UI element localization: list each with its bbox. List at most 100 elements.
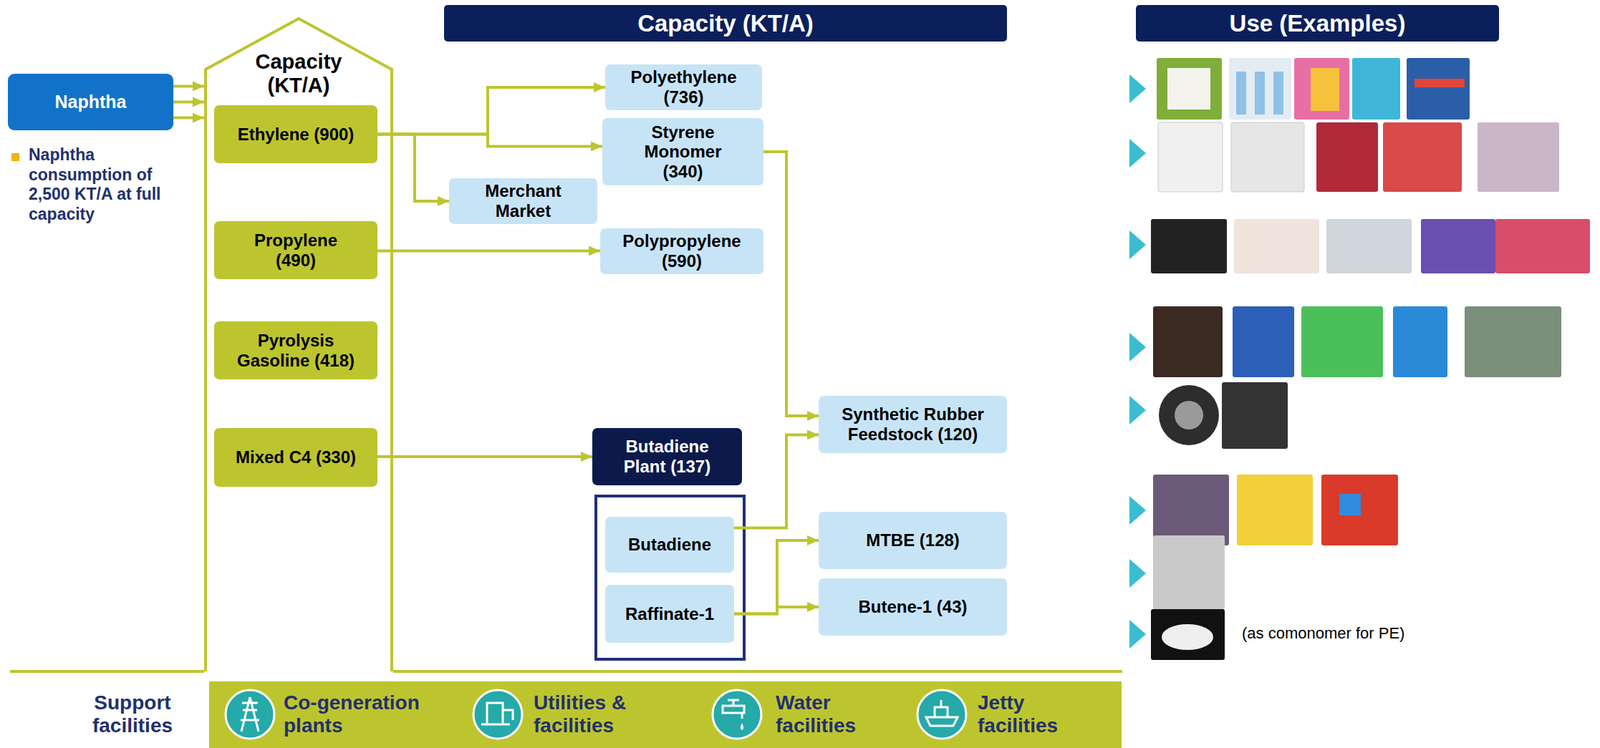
- flow-arrow: [377, 455, 593, 459]
- product-box: Polyethylene (736): [605, 64, 763, 111]
- cracker-output-box: Ethylene (900): [214, 105, 378, 164]
- product-box: Synthetic Rubber Feedstock (120): [818, 396, 1007, 454]
- frame-line: [393, 670, 1123, 674]
- utility-glyph: [481, 703, 513, 725]
- example-photo: [1495, 219, 1590, 274]
- note-text: (as comonomer for PE): [1241, 624, 1479, 644]
- box-label: Polyethylene (736): [612, 67, 756, 107]
- box-label: Raffinate-1: [625, 604, 715, 625]
- product-box: MTBE (128): [818, 512, 1007, 570]
- flow-arrow: [377, 87, 606, 135]
- example-photo: [1477, 122, 1560, 192]
- example-photo: [1294, 58, 1350, 120]
- flow-arrow: [734, 607, 819, 615]
- product-box: Raffinate-1: [605, 585, 735, 644]
- support-band: Support facilitiesCo-generation plantsUt…: [209, 681, 1122, 748]
- node-label: Co-generation plants: [283, 691, 435, 738]
- example-photo-detail: [1158, 385, 1219, 446]
- frame-line: [10, 670, 205, 674]
- flow-arrow: [377, 134, 603, 147]
- example-photo: [1221, 382, 1288, 450]
- example-photo: [1420, 219, 1496, 274]
- flow-arrow: [377, 249, 601, 253]
- ship-glyph: [926, 700, 958, 727]
- example-photo: [1229, 58, 1292, 120]
- product-box: Butadiene: [605, 517, 735, 573]
- cracker-output-box: Propylene (490): [214, 221, 378, 280]
- drop-glyph: [740, 723, 744, 731]
- row-marker: [1129, 559, 1146, 589]
- cracker-output-box: Mixed C4 (330): [214, 428, 378, 488]
- row-marker: [1129, 620, 1146, 649]
- product-box: Butene-1 (43): [818, 578, 1007, 636]
- feedstock-box: Naphtha: [7, 73, 174, 131]
- example-photo-detail: [1310, 68, 1340, 112]
- facility-icon: [225, 690, 275, 740]
- example-photo: [1464, 306, 1562, 378]
- flow-arrow: [173, 84, 205, 88]
- capacity-pentagon: Capacity (KT/A) Ethylene (900) Propylene (…: [204, 17, 394, 672]
- box-label: Polypropylene (590): [610, 231, 754, 271]
- tower-glyph: [240, 697, 260, 732]
- flow-arrow: [173, 116, 205, 120]
- box-label: Capacity (KT/A): [637, 10, 814, 38]
- example-photo: [1231, 122, 1305, 192]
- example-photo: [1234, 219, 1320, 274]
- flow-arrow: [734, 540, 819, 615]
- example-photo: [1153, 474, 1230, 546]
- box-label: Ethylene (900): [237, 124, 355, 145]
- example-photo: [1316, 122, 1378, 192]
- box-label: Mixed C4 (330): [235, 447, 356, 468]
- facility-icon: [917, 690, 967, 740]
- flow-arrow: [173, 100, 205, 104]
- example-photo: [1153, 306, 1223, 378]
- facility-icon: [712, 690, 762, 740]
- node-label: Water facilities: [775, 691, 884, 738]
- example-photo-detail: [1236, 71, 1247, 115]
- node-label: Jetty facilities: [977, 691, 1086, 738]
- box-label: Naphtha: [55, 91, 127, 113]
- box-label: Pyrolysis Gasoline (418): [224, 330, 368, 371]
- example-photo: [1352, 58, 1401, 120]
- pentagon-outline-line: [205, 18, 392, 672]
- flow-arrow: [734, 434, 819, 528]
- example-photo: [1156, 58, 1222, 120]
- box-label: Butadiene Plant (137): [603, 436, 732, 477]
- example-photo: [1382, 122, 1462, 192]
- plant-box: Butadiene Plant (137): [592, 428, 742, 486]
- row-marker: [1129, 138, 1146, 168]
- flow-arrow: [377, 134, 450, 202]
- example-photo: [1321, 474, 1399, 546]
- market-box: Merchant Market: [449, 178, 598, 225]
- row-marker: [1129, 74, 1146, 104]
- row-marker: [1129, 496, 1146, 525]
- example-photo-detail: [1414, 78, 1465, 88]
- tap-glyph: [722, 700, 745, 720]
- box-label: Butene-1 (43): [858, 597, 967, 618]
- box-label: Butadiene: [628, 535, 712, 556]
- example-photo: [1326, 219, 1412, 274]
- example-photo-detail: [1161, 624, 1214, 651]
- header-bar: Capacity (KT/A): [444, 5, 1007, 42]
- example-photo-detail: [1167, 68, 1211, 110]
- example-photo-detail: [1254, 71, 1265, 115]
- group-outline: [595, 496, 745, 660]
- row-marker: [1129, 396, 1146, 425]
- example-photo: [1153, 535, 1225, 611]
- node-label: Utilities & facilities: [533, 691, 659, 738]
- cracker-output-box: Pyrolysis Gasoline (418): [214, 321, 378, 380]
- box-label: Propylene (490): [242, 230, 350, 271]
- example-photo: [1301, 306, 1383, 378]
- box-label: Styrene Monomer (340): [629, 122, 737, 182]
- example-photo: [1158, 382, 1220, 450]
- example-photo: [1236, 474, 1313, 546]
- row-marker: [1129, 333, 1146, 362]
- node-label: Capacity (KT/A): [227, 50, 371, 99]
- example-photo: [1150, 609, 1225, 661]
- box-label: Use (Examples): [1229, 10, 1406, 38]
- example-photo-detail: [1339, 494, 1361, 516]
- example-photo: [1232, 306, 1295, 378]
- box-label: MTBE (128): [865, 530, 960, 551]
- row-marker: [1129, 230, 1146, 260]
